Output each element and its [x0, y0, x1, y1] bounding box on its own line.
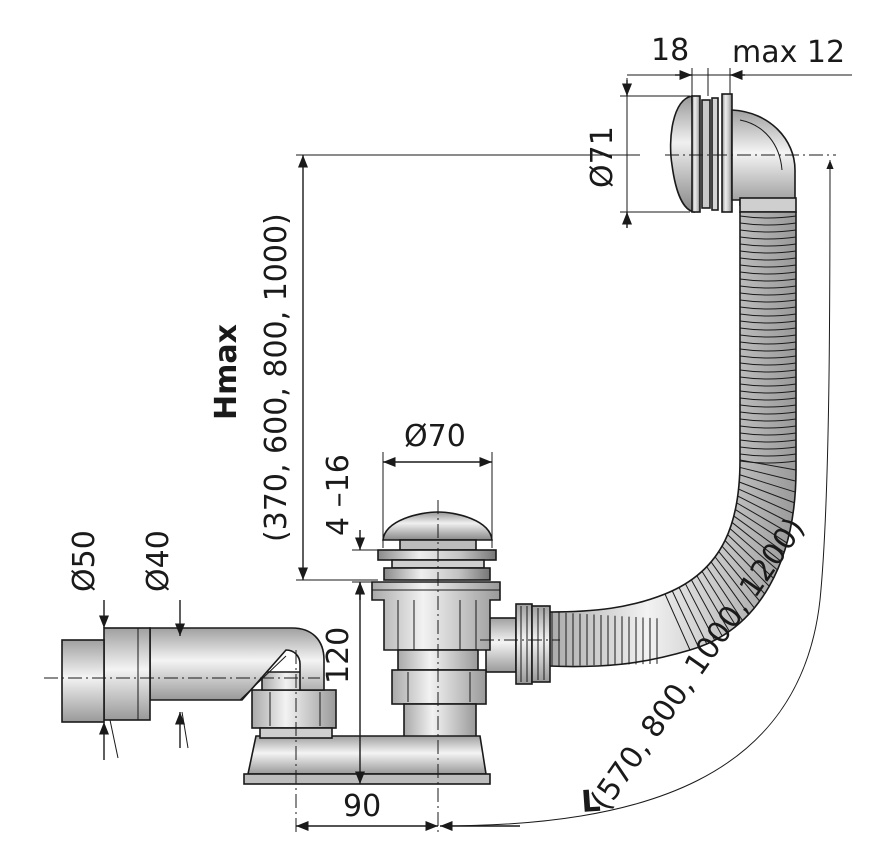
hose-rib — [739, 250, 797, 254]
hose-rib — [739, 243, 797, 247]
hose-rib — [731, 522, 782, 562]
hose-ribs-vertical — [739, 215, 797, 464]
hose-rib — [739, 257, 797, 261]
plug-gap-label: 4 –16 — [321, 454, 356, 536]
overflow-head — [669, 93, 797, 213]
hose-rib — [739, 453, 797, 457]
hose-rib — [739, 459, 797, 471]
hose-rib — [664, 593, 691, 651]
hose-rib — [733, 515, 785, 553]
hose-rib — [739, 411, 797, 415]
hose-rib — [739, 446, 797, 450]
hose-rib — [739, 236, 797, 240]
overflow-diameter-label: Ø71 — [585, 126, 620, 188]
overflow-depth-label: 18 — [651, 33, 689, 68]
offset-90-label: 90 — [343, 789, 381, 824]
hose-rib — [739, 292, 797, 296]
hose-rib — [739, 278, 797, 282]
hose-rib — [739, 313, 797, 317]
hose-rib — [739, 481, 795, 504]
hose-rib — [710, 561, 749, 615]
hose-rib — [701, 571, 737, 627]
hose-rib — [737, 495, 792, 524]
outlet-outer-diameter-label: Ø50 — [67, 530, 102, 592]
hmax-values: (370, 600, 800, 1000) — [259, 213, 294, 542]
outlet-inner-diameter-label: Ø40 — [141, 530, 176, 592]
hose-rib — [739, 474, 796, 493]
hose-rib — [690, 579, 723, 637]
hose-rib — [739, 383, 797, 387]
hose-rib — [739, 327, 797, 331]
hose-rib — [739, 264, 797, 268]
hose-rib — [739, 341, 797, 345]
hose-ribs-curve — [551, 459, 797, 666]
hose-rib — [739, 466, 796, 482]
hose-rib — [735, 509, 788, 544]
hose-rib — [714, 556, 755, 609]
hose-rib — [696, 575, 730, 632]
hose-rib — [739, 348, 797, 352]
hose-rib — [739, 285, 797, 289]
hose-rib — [739, 404, 797, 408]
overflow-wall-label: max 12 — [732, 35, 845, 70]
hose-rib — [727, 534, 774, 579]
hose-rib — [721, 545, 766, 595]
hmax-label: Hmax — [209, 324, 244, 420]
corrugated-hose — [547, 211, 797, 668]
hose-rib — [706, 566, 743, 621]
length-label: L — [580, 784, 602, 820]
hose-rib — [739, 425, 797, 429]
hose-rib — [739, 397, 797, 401]
hose-connector — [485, 603, 551, 685]
hose-rib — [678, 587, 708, 645]
hose-rib — [739, 229, 797, 233]
center-lines — [44, 154, 836, 832]
side-outlet — [61, 627, 325, 723]
hose-rib — [739, 376, 797, 380]
plug-diameter-label: Ø70 — [404, 419, 466, 454]
hose-rib — [739, 369, 797, 373]
drain-assembly — [371, 511, 501, 741]
hose-rib — [739, 439, 797, 443]
hose-rib — [739, 320, 797, 324]
hose-rib — [739, 334, 797, 338]
hose-rib — [739, 215, 797, 219]
hose-rib — [724, 540, 770, 587]
hose-rib — [736, 502, 790, 534]
hose-rib — [739, 271, 797, 275]
hose-rib — [739, 418, 797, 422]
hose-rib — [739, 432, 797, 436]
hose-rib — [718, 551, 761, 602]
hose-rib — [739, 306, 797, 310]
hose-rib — [739, 362, 797, 366]
height-120-label: 120 — [321, 627, 356, 684]
hose-rib — [729, 528, 778, 571]
hose-rib — [671, 590, 700, 648]
hose-rib — [739, 460, 797, 464]
hose-rib — [739, 355, 797, 359]
hose-rib — [739, 222, 797, 226]
hose-rib — [738, 488, 794, 514]
hose-rib — [685, 583, 716, 641]
hose-rib — [739, 390, 797, 394]
hose-rib — [739, 299, 797, 303]
dimension-lines — [98, 68, 852, 832]
